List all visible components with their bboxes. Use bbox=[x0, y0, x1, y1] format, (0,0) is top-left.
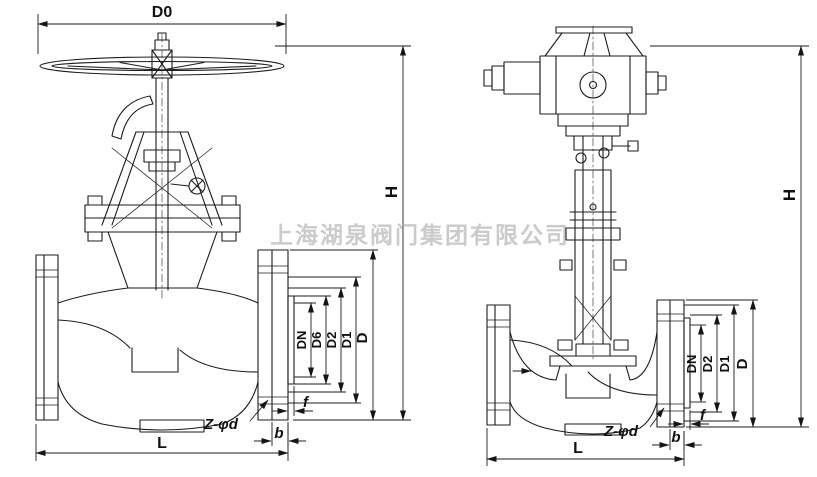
bonnet bbox=[107, 231, 218, 289]
outlet-flange-right bbox=[656, 299, 691, 428]
dim-label-b-left: b bbox=[274, 425, 283, 442]
dim-bolt-holes-left: Z-φd bbox=[203, 399, 269, 433]
dim-label-d2-right: D2 bbox=[700, 356, 715, 373]
dim-label-d-left: D bbox=[354, 332, 371, 343]
packing-gland-right bbox=[549, 339, 637, 381]
dim-label-d0: D0 bbox=[152, 4, 173, 21]
raised-face bbox=[287, 295, 295, 385]
dim-bolt-holes-right: Z-φd bbox=[603, 407, 665, 440]
stem-coupling bbox=[559, 203, 627, 271]
dim-label-l-right: L bbox=[573, 440, 583, 457]
dim-h-right: H bbox=[650, 45, 809, 428]
dim-d-right: D bbox=[686, 299, 758, 428]
left-valve-manual-globe-valve bbox=[35, 32, 295, 433]
dim-label-z-phi-d-left: Z-φd bbox=[203, 416, 239, 433]
dim-d2-right: D2 bbox=[690, 314, 722, 413]
bottom-boss-right bbox=[564, 423, 622, 436]
dim-f-right: f bbox=[668, 407, 709, 430]
dim-label-f-right: f bbox=[700, 407, 707, 424]
dim-b-right: b bbox=[652, 429, 702, 450]
packing-gland bbox=[143, 149, 181, 172]
bonnet-flange bbox=[84, 195, 241, 242]
dim-label-dn-left: DN bbox=[294, 331, 309, 350]
actuator-knob bbox=[645, 71, 667, 95]
actuator-base bbox=[557, 113, 639, 164]
valve-stem bbox=[155, 77, 169, 291]
dim-label-f-left: f bbox=[303, 394, 310, 411]
dim-label-z-phi-d-right: Z-φd bbox=[603, 423, 639, 440]
dim-label-l-left: L bbox=[157, 435, 167, 452]
dim-label-h-left: H bbox=[382, 186, 401, 198]
dim-label-d-right: D bbox=[734, 358, 751, 369]
actuator-handwheel bbox=[544, 26, 644, 57]
valve-body-right bbox=[509, 331, 658, 436]
dim-f-left: f bbox=[272, 386, 313, 416]
dim-label-d1-right: D1 bbox=[717, 356, 732, 373]
dim-label-d2-left: D2 bbox=[324, 332, 339, 349]
dim-label-h-right: H bbox=[780, 189, 799, 201]
dim-h-left: H bbox=[275, 45, 411, 421]
dim-label-b-right: b bbox=[671, 429, 680, 446]
dim-d2-left: D2 bbox=[288, 287, 346, 393]
dim-label-dn-right: DN bbox=[684, 355, 699, 374]
inlet-flange bbox=[35, 254, 59, 421]
left-valve-dimensions: D0 H DN D6 D2 bbox=[35, 4, 411, 461]
actuator-motor bbox=[483, 61, 541, 95]
dim-label-d1-left: D1 bbox=[339, 332, 354, 349]
right-valve-electric-globe-valve bbox=[483, 25, 691, 436]
yoke-legs bbox=[101, 131, 223, 229]
valve-body bbox=[57, 287, 259, 433]
dim-b-left: b bbox=[254, 422, 306, 446]
watermark-text: 上海湖泉阀门集团有限公司 bbox=[270, 222, 570, 248]
raised-face-right bbox=[683, 317, 691, 409]
outlet-flange bbox=[257, 249, 295, 421]
bottom-boss bbox=[139, 419, 205, 433]
dim-d0: D0 bbox=[37, 4, 287, 54]
dim-dn-right: DN bbox=[684, 324, 706, 403]
right-valve-dimensions: H DN D2 D1 D L bbox=[486, 45, 809, 466]
inlet-flange-right bbox=[486, 304, 511, 426]
dim-label-d6-left: D6 bbox=[309, 332, 324, 349]
dim-d-left: D bbox=[290, 249, 378, 421]
handwheel bbox=[39, 32, 285, 79]
yoke-arm bbox=[111, 95, 154, 140]
dim-dn-left: DN bbox=[294, 302, 316, 378]
dim-d1-left: D1 bbox=[288, 276, 361, 404]
dim-d6-left: D6 bbox=[294, 295, 331, 385]
position-indicator bbox=[170, 177, 206, 195]
